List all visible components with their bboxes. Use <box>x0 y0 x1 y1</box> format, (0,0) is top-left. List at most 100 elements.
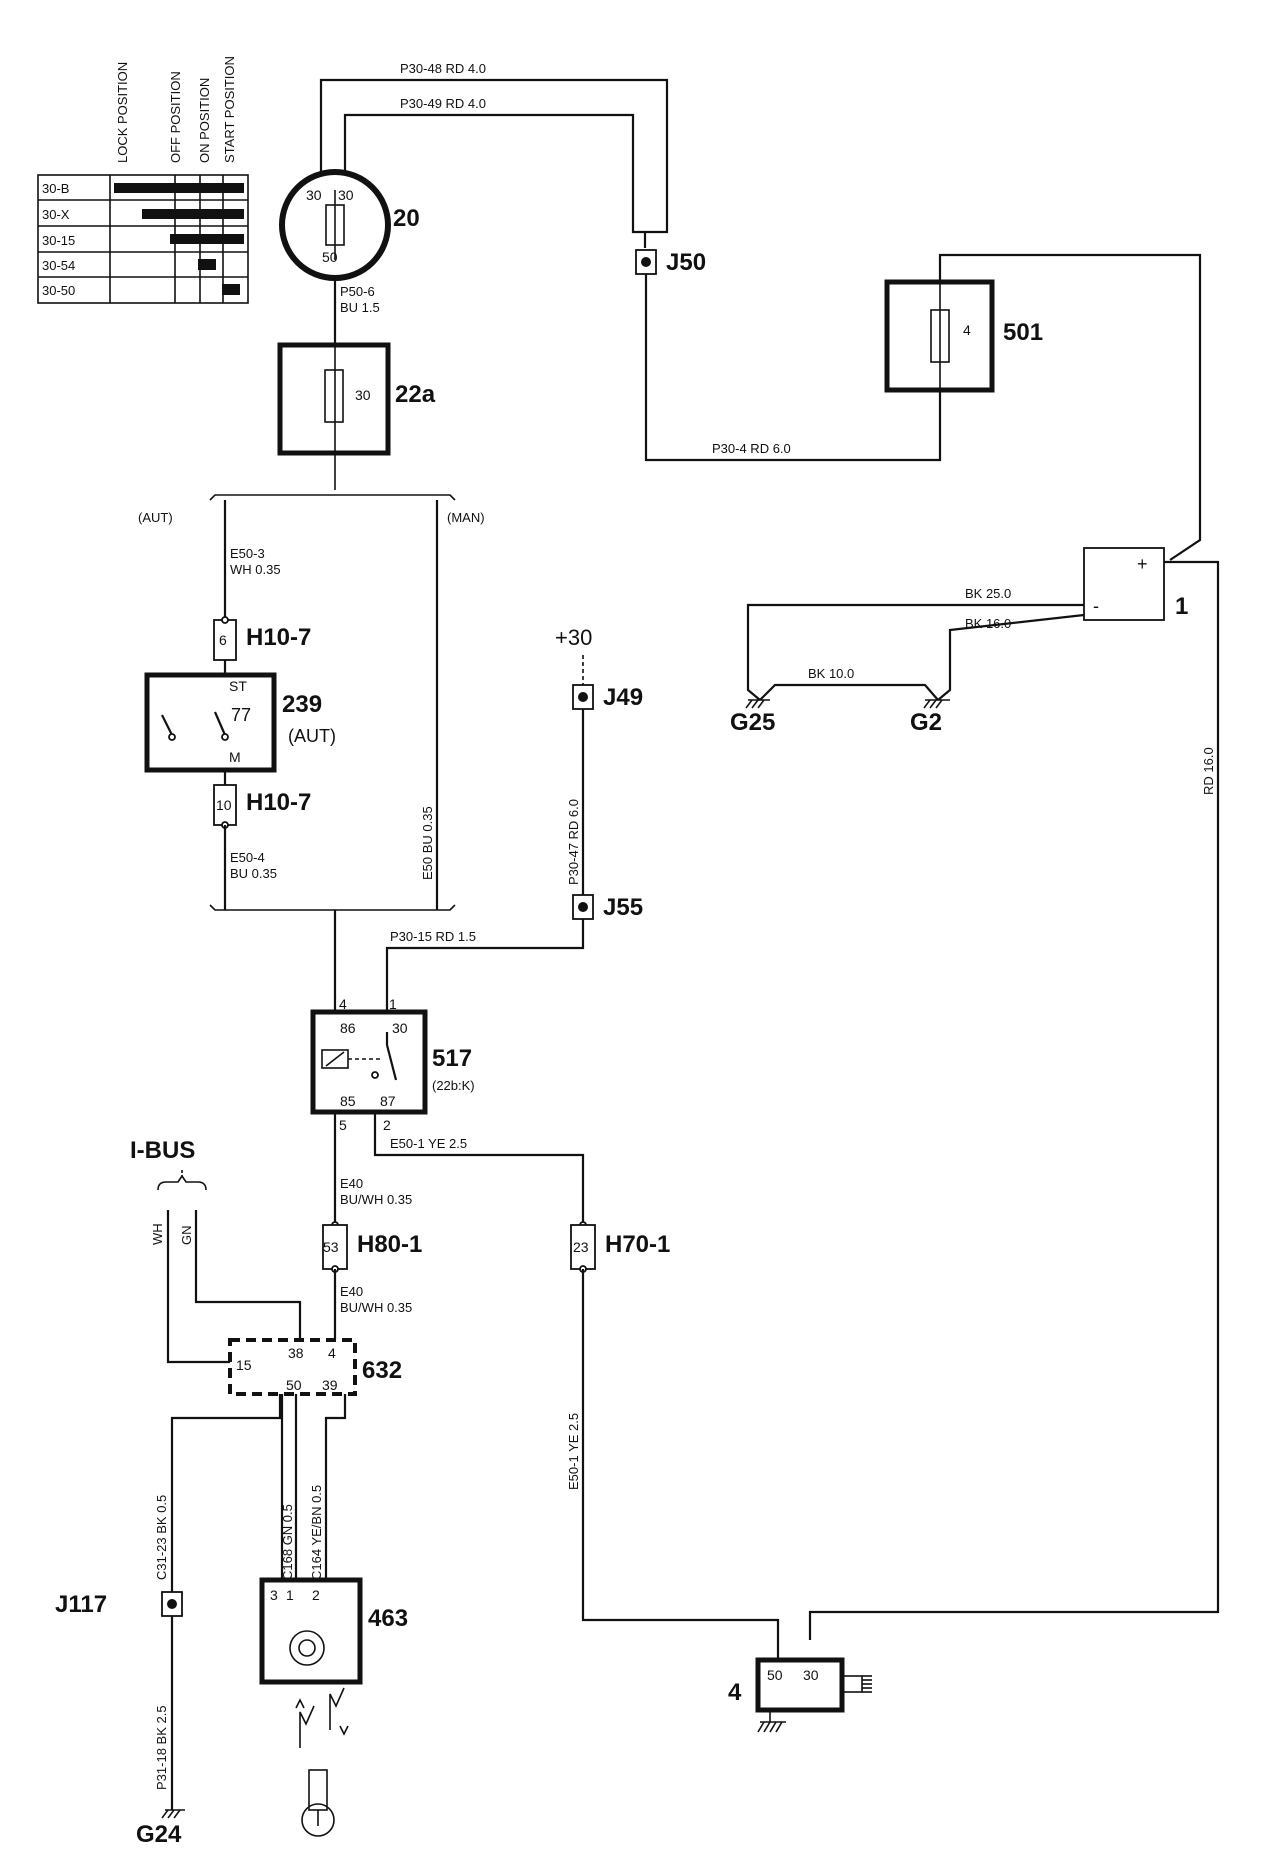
pin-label: 30 <box>803 1667 819 1683</box>
wire-label: P50-6 <box>340 284 375 299</box>
component-label-4: 4 <box>728 1679 742 1706</box>
junction-J49: J49 <box>572 684 643 711</box>
table-bar <box>222 284 240 295</box>
wire-label: P30-4 RD 6.0 <box>712 441 791 456</box>
ibus: I-BUS WH GN <box>130 1137 302 1364</box>
wire-label: BK 25.0 <box>965 586 1011 601</box>
ibus-label: I-BUS <box>130 1137 195 1164</box>
key-fob-icon <box>295 1687 349 1837</box>
component-label-517: 517 <box>432 1045 472 1072</box>
wire-label: GN <box>179 1226 194 1246</box>
pin-label: 86 <box>340 1020 356 1036</box>
table-bar <box>198 259 216 270</box>
connector-H10-7-bottom: 10 H10-7 <box>213 784 311 829</box>
junction-label: J117 <box>55 1591 107 1618</box>
ignition-switch-20: 30 30 50 20 <box>279 169 420 281</box>
wire-label: E50-1 YE 2.5 <box>390 1136 467 1151</box>
switch-position-table: LOCK POSITION OFF POSITION ON POSITION S… <box>37 56 249 304</box>
wire-label: P31-18 BK 2.5 <box>154 1705 169 1790</box>
connector-label: H80-1 <box>357 1231 422 1258</box>
connector-H80-1: 53 H80-1 <box>322 1221 422 1273</box>
connector-H70-1: 23 H70-1 <box>570 1221 670 1273</box>
supply-plus30: +30 <box>555 625 592 685</box>
pin-label: 3 <box>270 1587 278 1603</box>
battery-minus: - <box>1093 596 1099 616</box>
pin-label: 4 <box>963 322 971 338</box>
pin-label: 39 <box>322 1377 338 1393</box>
connector-H10-7-top: 6 H10-7 <box>213 616 311 661</box>
fuse-501: 4 501 <box>884 253 1202 561</box>
battery-plus: + <box>1137 554 1148 574</box>
component-label-501: 501 <box>1003 319 1043 346</box>
wire-label: BU 1.5 <box>340 300 380 315</box>
table-bar <box>170 234 244 244</box>
component-sub-517: (22b:K) <box>432 1078 475 1093</box>
connector-label: H10-7 <box>246 624 311 651</box>
table-row-label: 30-15 <box>42 233 75 248</box>
component-label-632: 632 <box>362 1357 402 1384</box>
wire-label: C31-23 BK 0.5 <box>154 1495 169 1580</box>
pin-label: 50 <box>286 1377 302 1393</box>
pin-label: 10 <box>216 797 232 813</box>
junction-J50: J50 <box>635 249 706 276</box>
pin-label: M <box>229 749 241 765</box>
wire-label: WH 0.35 <box>230 562 281 577</box>
fuse-22a: 30 22a <box>277 342 436 490</box>
pin-label: 50 <box>322 249 338 265</box>
wire-p30-15 <box>385 919 585 1012</box>
pin-label: 50 <box>767 1667 783 1683</box>
starter-motor-4: 50 30 4 <box>728 1657 872 1733</box>
wire-label: E50-1 YE 2.5 <box>566 1413 581 1490</box>
table-bar <box>114 183 244 193</box>
component-label-20: 20 <box>393 205 420 232</box>
pin-label: 30 <box>306 187 322 203</box>
wire-label: E40 <box>340 1284 363 1299</box>
ground-label: G24 <box>136 1821 182 1848</box>
pin-label: 15 <box>236 1357 252 1373</box>
table-header-lock: LOCK POSITION <box>115 62 130 163</box>
wire-p30-4 <box>644 274 942 462</box>
wire-label: E40 <box>340 1176 363 1191</box>
table-header-start: START POSITION <box>222 56 237 163</box>
wire-label: BK 16.0 <box>965 616 1011 631</box>
pin-label: 4 <box>328 1345 336 1361</box>
pin-label: 1 <box>286 1587 294 1603</box>
wire-label: RD 16.0 <box>1201 747 1216 795</box>
component-label-1: 1 <box>1175 593 1188 620</box>
ground-label: G2 <box>910 709 942 736</box>
option-bracket-bottom <box>209 904 456 911</box>
wire-label: C168 GN 0.5 <box>280 1504 295 1580</box>
wire-label: E50 BU 0.35 <box>420 806 435 880</box>
pin-label: 87 <box>380 1093 396 1109</box>
wire-c164 <box>324 1394 347 1580</box>
wire-label: E50-4 <box>230 850 265 865</box>
pin-label: 5 <box>339 1117 347 1133</box>
wire-label: C164 YE/BN 0.5 <box>309 1485 324 1580</box>
supply-label: +30 <box>555 625 592 650</box>
wire-label: BK 10.0 <box>808 666 854 681</box>
relay-239: ST 77 M 239 (AUT) <box>144 660 336 785</box>
table-row-label: 30-X <box>42 207 70 222</box>
wire-label: BU/WH 0.35 <box>340 1192 412 1207</box>
component-label-463: 463 <box>368 1605 408 1632</box>
wire-label: WH <box>150 1223 165 1245</box>
table-header-on: ON POSITION <box>197 78 212 163</box>
ground-label: G25 <box>730 709 775 736</box>
wire-label: P30-47 RD 6.0 <box>566 799 581 885</box>
junction-label: J50 <box>666 249 706 276</box>
component-label-239: 239 <box>282 691 322 718</box>
pin-label: ST <box>229 678 247 694</box>
wire-label: E50-3 <box>230 546 265 561</box>
pin-label: 30 <box>338 187 354 203</box>
ground-G25: G25 <box>730 699 775 736</box>
table-row-label: 30-B <box>42 181 69 196</box>
pin-label: 2 <box>312 1587 320 1603</box>
pin-label: 1 <box>389 996 397 1012</box>
relay-517: 4 1 5 2 86 30 85 87 517 (22b:K) <box>310 996 475 1133</box>
pin-label: 85 <box>340 1093 356 1109</box>
component-label-22a: 22a <box>395 381 436 408</box>
component-sub-239: (AUT) <box>288 726 336 746</box>
wires-top: P30-48 RD 4.0 P30-49 RD 4.0 <box>319 61 669 248</box>
battery-1: + - 1 BK 25.0 BK 16.0 BK 10.0 RD 16.0 <box>746 547 1220 1640</box>
